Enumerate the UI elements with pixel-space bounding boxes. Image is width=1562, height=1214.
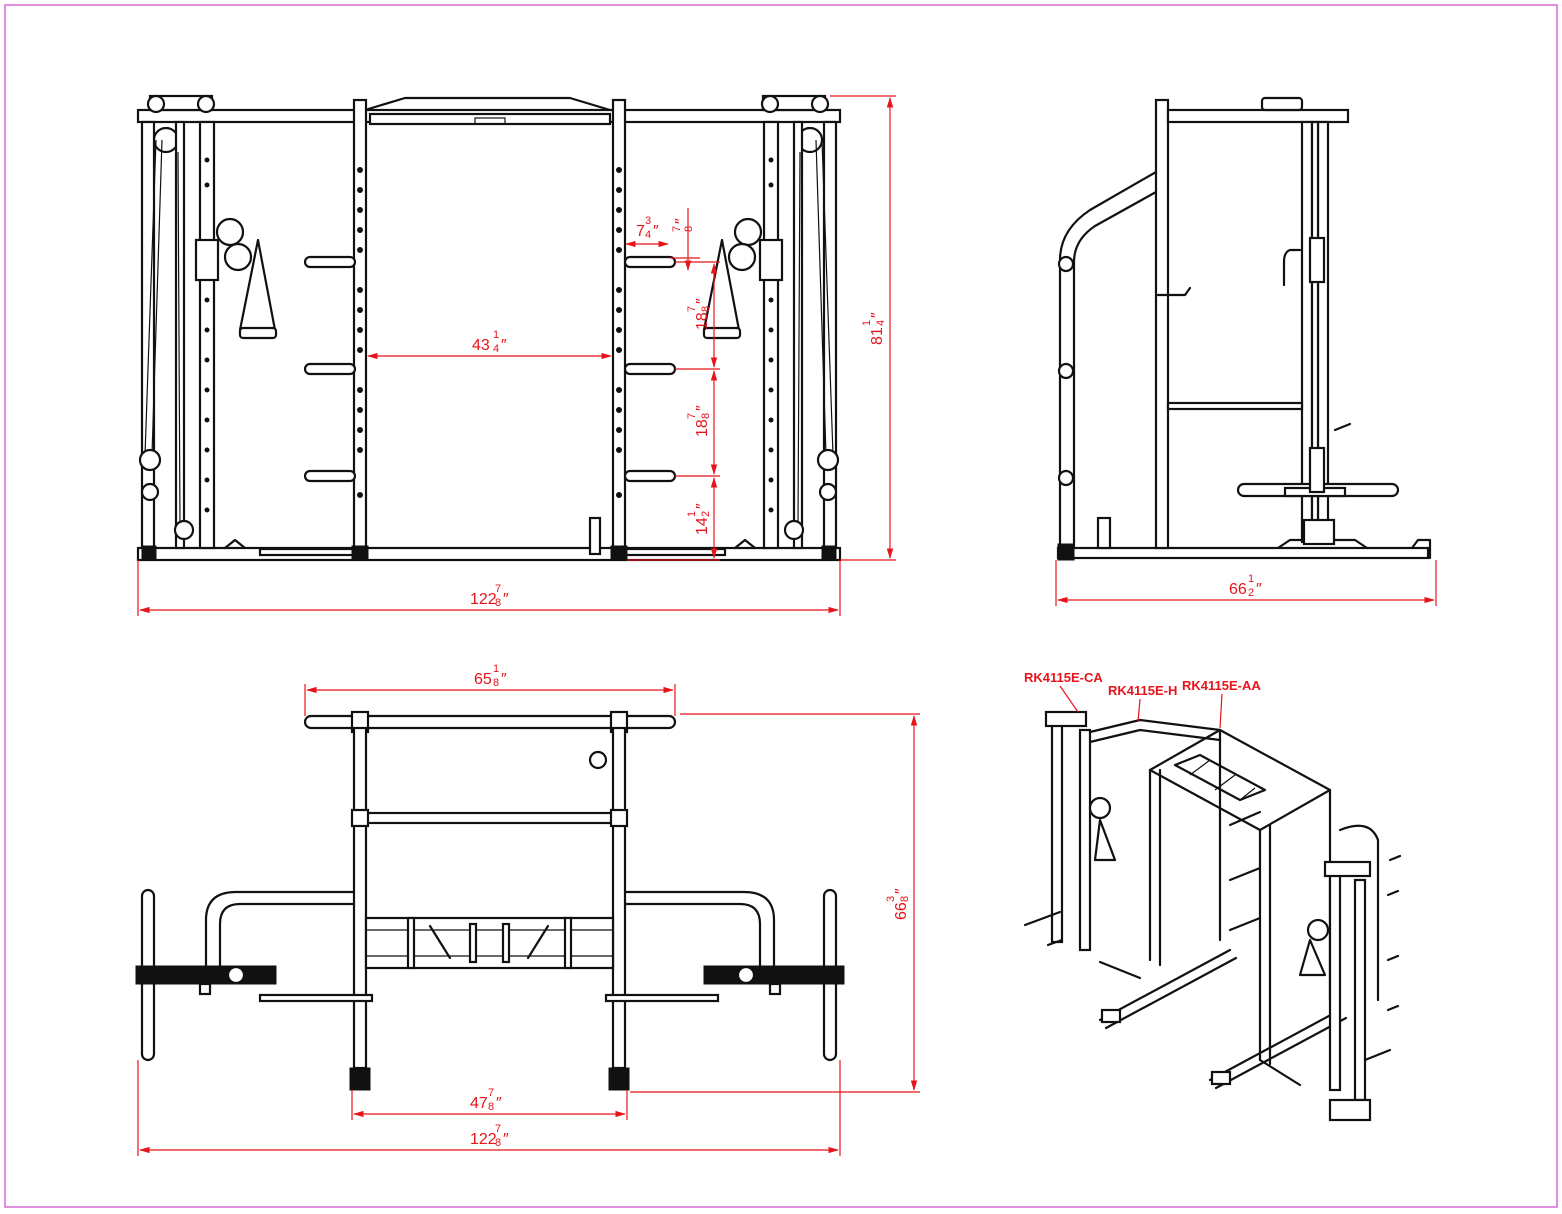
dim-front-hole-offset-den: 8	[683, 226, 695, 232]
label-arm-attachment: RK4115E-AA	[1182, 678, 1261, 693]
svg-text:″: ″	[503, 591, 509, 608]
dim-front-inner-width-num: 1	[493, 329, 499, 341]
side-view	[1056, 96, 1432, 561]
dim-front-hole-spacing-num: 3	[645, 215, 651, 227]
label-cable-attachment: RK4115E-CA	[1024, 670, 1103, 685]
dim-top-overall-width-den: 8	[495, 1137, 501, 1149]
dim-top-inner-width-den: 8	[488, 1101, 494, 1113]
svg-text:″: ″	[503, 1131, 509, 1148]
svg-text:″: ″	[673, 218, 690, 224]
dim-top-depth-den: 8	[899, 896, 911, 902]
dim-front-overall-width-whole: 122	[470, 591, 497, 608]
dim-front-hole-spacing-den: 4	[645, 229, 651, 241]
svg-text:″: ″	[893, 888, 910, 894]
iso-view-labels: RK4115E-CA RK4115E-H RK4115E-AA	[1024, 670, 1261, 729]
dim-top-inner-width-whole: 47	[470, 1095, 488, 1112]
front-view	[136, 94, 842, 562]
dim-front-peg-spacing-upper-den: 8	[700, 306, 712, 312]
dim-front-overall-width-den: 8	[495, 597, 501, 609]
front-view-dimensions: 122 7 8 ″ 81 1 4 ″ 43 1 4 ″ 7 3 4 ″ 7 8	[137, 95, 896, 616]
dim-front-bottom-peg-height-num: 1	[686, 511, 698, 517]
dim-front-height-whole: 81	[869, 327, 886, 345]
svg-text:″: ″	[869, 312, 886, 318]
svg-text:″: ″	[1256, 581, 1262, 598]
dim-front-hole-offset-num: 7	[671, 226, 683, 232]
dim-top-inner-width-num: 7	[488, 1087, 494, 1099]
dim-front-bottom-peg-height-whole: 14	[694, 517, 711, 535]
dim-front-peg-spacing-upper-whole: 18	[694, 312, 711, 330]
svg-text:″: ″	[694, 405, 711, 411]
dim-top-overall-width-num: 7	[495, 1123, 501, 1135]
iso-view	[1023, 710, 1402, 1122]
svg-text:″: ″	[694, 298, 711, 304]
dim-top-top-width-num: 1	[493, 663, 499, 675]
top-view	[135, 710, 845, 1091]
svg-text:″: ″	[501, 337, 507, 354]
dim-front-peg-spacing-lower-den: 8	[700, 413, 712, 419]
dim-front-inner-width-den: 4	[493, 343, 499, 355]
top-view-dimensions: 65 1 8 ″ 66 3 8 ″ 47 7 8 ″ 122 7 8 ″	[137, 663, 920, 1156]
dim-front-peg-spacing-lower-whole: 18	[694, 419, 711, 437]
page-border	[4, 4, 1558, 1208]
dim-side-depth-den: 2	[1248, 587, 1254, 599]
dim-top-top-width-whole: 65	[474, 671, 492, 688]
svg-text:″: ″	[501, 671, 507, 688]
svg-text:″: ″	[653, 223, 659, 240]
svg-text:″: ″	[496, 1095, 502, 1112]
dim-front-peg-spacing-upper-num: 7	[686, 306, 698, 312]
dim-top-depth-num: 3	[885, 896, 897, 902]
dim-top-depth-whole: 66	[893, 902, 910, 920]
dim-front-height-num: 1	[861, 320, 873, 326]
dim-front-peg-spacing-lower-num: 7	[686, 413, 698, 419]
dim-front-inner-width-whole: 43	[472, 337, 490, 354]
dim-top-overall-width-whole: 122	[470, 1131, 497, 1148]
dim-front-hole-spacing-whole: 7	[636, 223, 645, 240]
dim-side-depth-num: 1	[1248, 573, 1254, 585]
dim-side-depth-whole: 66	[1229, 581, 1247, 598]
svg-text:″: ″	[694, 503, 711, 509]
dim-top-top-width-den: 8	[493, 677, 499, 689]
dim-front-height-den: 4	[875, 320, 887, 326]
dim-front-bottom-peg-height-den: 2	[700, 511, 712, 517]
label-hip-attachment: RK4115E-H	[1108, 683, 1177, 698]
side-view-dimensions: 66 1 2 ″	[1055, 560, 1437, 606]
dim-front-overall-width-num: 7	[495, 583, 501, 595]
